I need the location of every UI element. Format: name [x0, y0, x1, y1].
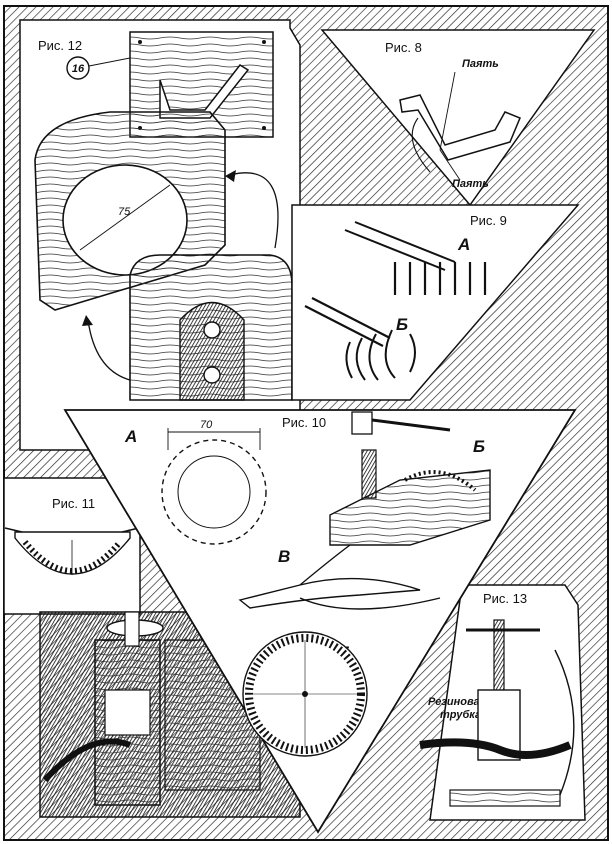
half-disc [14, 531, 131, 575]
fig8-label-bottom: Паять [452, 178, 489, 190]
curled-strips [345, 329, 416, 381]
pliers [238, 577, 421, 609]
bent-wire [399, 94, 521, 161]
fig10-part-v: В [278, 547, 290, 566]
hammer-head [351, 411, 373, 435]
cut-strips [393, 262, 487, 295]
fig12-dimension: 75 [118, 206, 131, 218]
fig12-badge: 16 [72, 63, 85, 75]
fig13-label-line2: трубка [440, 709, 481, 721]
fig13-label-line1: Резиновая [428, 696, 487, 708]
press-screw [493, 619, 505, 701]
figure-13: Рис. 13 Резиновая трубка [419, 584, 586, 821]
rubber-tube [419, 738, 572, 759]
fig10-dimension: 70 [200, 419, 213, 431]
work-block [329, 469, 491, 546]
fig8-label-top: Паять [462, 58, 499, 70]
fig9-title: Рис. 9 [470, 213, 507, 228]
screw-bottom [203, 366, 221, 384]
fig10-part-a: А [124, 427, 137, 446]
fig12-title: Рис. 12 [38, 38, 82, 53]
fig10-title: Рис. 10 [282, 415, 326, 430]
fig9-part-a: А [457, 235, 470, 254]
fig13-title: Рис. 13 [483, 591, 527, 606]
fig10-part-b: Б [473, 437, 485, 456]
slotted-ring [161, 439, 267, 545]
figure-8: Рис. 8 Паять Паять [320, 29, 596, 207]
fig12-badge-circle [66, 56, 90, 80]
figure-10: Рис. 10 А Б В Г 70 [63, 409, 577, 834]
figure-12: Рис. 12 16 75 [19, 19, 301, 451]
rotate-arrow-left [87, 319, 131, 381]
hole-75 [62, 164, 188, 276]
fig8-title: Рис. 8 [385, 40, 422, 55]
figure-11: Рис. 11 [3, 477, 141, 615]
screw-top [203, 321, 221, 339]
fig11-title: Рис. 11 [52, 496, 95, 511]
figure-9: Рис. 9 А Б [291, 204, 580, 401]
fig9-part-b: Б [396, 315, 408, 334]
metal-plate [179, 301, 245, 401]
rotate-arrow-right [229, 172, 279, 249]
